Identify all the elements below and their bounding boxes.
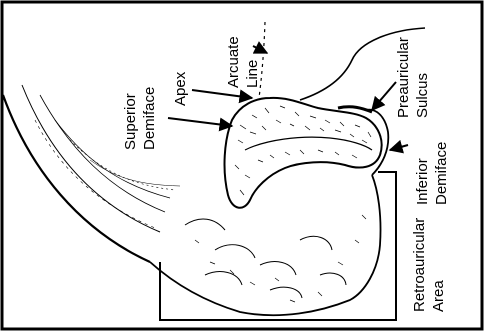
superior-demiface-arrow: [168, 118, 232, 126]
label-arcuate-line: Arcuate Line: [225, 32, 261, 88]
pointer-arrows: [168, 46, 408, 150]
label-superior-demiface: Superior Demiface: [122, 87, 158, 150]
surface-texture: [195, 106, 371, 302]
arcuate-line-arrow: [253, 46, 267, 53]
preauricular-sulcus-arrow: [372, 82, 396, 110]
inferior-demiface-arrow: [390, 145, 408, 150]
label-retroauricular-area: Retroauricular Area: [411, 214, 447, 312]
label-apex: Apex: [172, 71, 189, 106]
label-preauricular-sulcus: Preauricular Sulcus: [395, 33, 431, 118]
retroauricular-bracket: [160, 172, 396, 320]
labels: Arcuate Line Apex Superior Demiface Prea…: [122, 32, 450, 312]
label-inferior-demiface: Inferior Demiface: [414, 142, 450, 205]
apex-arrow: [192, 90, 252, 98]
